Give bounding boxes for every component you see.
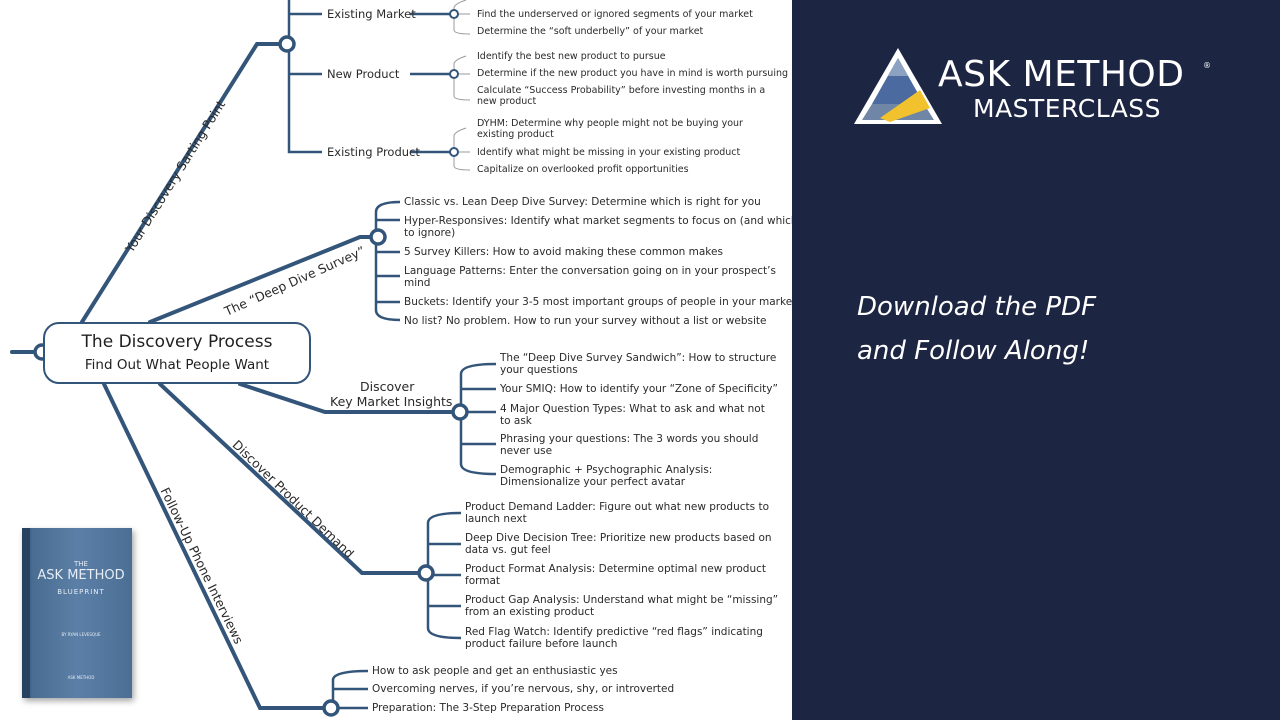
- mind-map-connectors: [10, 0, 497, 717]
- branch-insights-line2: Key Market Insights: [330, 394, 453, 409]
- cta-line-1: Download the PDF: [857, 292, 1097, 322]
- ask-method-logo-icon: [854, 48, 942, 124]
- list-item: Calculate “Success Probability” before i…: [477, 85, 766, 96]
- list-item: DYHM: Determine why people might not be …: [477, 118, 743, 129]
- list-item: 4 Major Question Types: What to ask and …: [500, 403, 765, 415]
- book-publisher: ASK METHOD: [67, 675, 95, 680]
- brand-subname: MASTERCLASS: [973, 94, 1162, 123]
- list-item: Deep Dive Decision Tree: Prioritize new …: [465, 532, 772, 544]
- list-item: Determine the “soft underbelly” of your …: [477, 26, 704, 37]
- list-item: to ignore): [404, 227, 456, 239]
- list-item: data vs. gut feel: [465, 544, 551, 556]
- list-item: never use: [500, 445, 553, 457]
- list-item: Language Patterns: Enter the conversatio…: [404, 265, 776, 277]
- list-item: Identify what might be missing in your e…: [477, 147, 741, 158]
- list-item: Buckets: Identify your 3-5 most importan…: [404, 296, 792, 308]
- list-item: Overcoming nerves, if you’re nervous, sh…: [372, 683, 675, 695]
- list-item: Capitalize on overlooked profit opportun…: [477, 164, 689, 175]
- list-item: Red Flag Watch: Identify predictive “red…: [465, 626, 763, 638]
- root-node: The Discovery Process Find Out What Peop…: [43, 322, 311, 384]
- list-item: 5 Survey Killers: How to avoid making th…: [404, 246, 723, 258]
- list-item: from an existing product: [465, 606, 595, 618]
- list-item: Product Demand Ladder: Figure out what n…: [465, 501, 769, 513]
- list-item: Hyper-Responsives: Identify what market …: [404, 215, 792, 227]
- root-title: The Discovery Process: [81, 332, 273, 352]
- sub-existing-product: Existing Product: [327, 145, 420, 159]
- cta-line-2: and Follow Along!: [857, 336, 1090, 366]
- root-subtitle: Find Out What People Want: [84, 357, 270, 373]
- list-item: format: [465, 575, 501, 587]
- list-item: Preparation: The 3-Step Preparation Proc…: [372, 702, 604, 714]
- list-item: Find the underserved or ignored segments…: [477, 9, 753, 20]
- list-item: existing product: [477, 129, 554, 140]
- list-item: Product Format Analysis: Determine optim…: [465, 563, 766, 575]
- list-item: The “Deep Dive Survey Sandwich”: How to …: [500, 352, 777, 364]
- list-item: Your SMIQ: How to identify your “Zone of…: [500, 383, 778, 395]
- list-item: Dimensionalize your perfect avatar: [500, 476, 686, 488]
- list-item: Product Gap Analysis: Understand what mi…: [465, 594, 779, 606]
- book-spine: [22, 528, 30, 698]
- list-item: mind: [404, 277, 431, 289]
- list-item: Classic vs. Lean Deep Dive Survey: Deter…: [404, 196, 761, 208]
- sub-new-product: New Product: [327, 67, 400, 81]
- list-item: product failure before launch: [465, 638, 618, 650]
- list-item: Demographic + Psychographic Analysis:: [500, 464, 713, 476]
- list-item: to ask: [500, 415, 532, 427]
- list-item: Identify the best new product to pursue: [477, 51, 666, 62]
- registered-mark: ®: [1203, 61, 1211, 70]
- list-item: Determine if the new product you have in…: [477, 68, 789, 79]
- book-title-small: THE: [74, 560, 88, 568]
- list-item: launch next: [465, 513, 527, 525]
- brand-name: ASK METHOD: [938, 54, 1185, 95]
- list-item: new product: [477, 96, 537, 107]
- book-subtitle: BLUEPRINT: [57, 588, 105, 596]
- mind-map: The Discovery Process Find Out What Peop…: [10, 0, 792, 717]
- list-item: Phrasing your questions: The 3 words you…: [500, 433, 759, 445]
- list-item: How to ask people and get an enthusiasti…: [372, 665, 618, 677]
- book-title: ASK METHOD: [37, 568, 125, 583]
- branch-insights-line1: Discover: [360, 379, 415, 394]
- list-item: No list? No problem. How to run your sur…: [404, 315, 767, 327]
- book-cover-image: THE ASK METHOD BLUEPRINT BY RYAN LEVESQU…: [22, 528, 132, 698]
- list-item: your questions: [500, 364, 578, 376]
- book-author: BY RYAN LEVESQUE: [61, 632, 101, 637]
- sub-existing-market: Existing Market: [327, 7, 416, 21]
